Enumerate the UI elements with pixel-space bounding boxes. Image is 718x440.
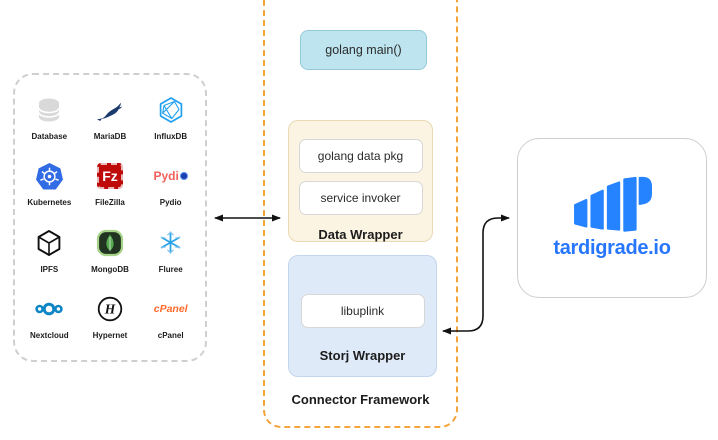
storj-wrapper-title: Storj Wrapper [319,348,406,363]
service-label: MongoDB [91,264,129,274]
service-item-mariadb: MariaDB [80,85,141,151]
service-item-fluree: Fluree [140,218,201,284]
cpanel-icon: cPanel [153,302,188,315]
ipfs-icon [35,228,63,258]
pydio-icon: Pydi [153,161,188,191]
golang-data-pkg-box: golang data pkg [298,139,423,173]
service-label: MariaDB [93,132,127,142]
service-item-nextcloud: Nextcloud [19,284,80,350]
data-wrapper-box: golang data pkg service invoker Data Wra… [288,120,433,242]
database-icon [35,95,63,125]
filezilla-icon: Fz [96,161,123,191]
service-label: Database [31,132,68,142]
svg-text:H: H [104,301,116,316]
service-item-database: Database [19,85,80,151]
services-panel: Database MariaDB InfluxDB Kubernetes Fz … [13,73,207,362]
service-item-filezilla: Fz FileZilla [80,151,141,217]
golang-main-label: golang main() [325,43,402,57]
service-invoker-label: service invoker [320,191,401,205]
service-label: Pydio [159,198,182,208]
libuplink-label: libuplink [340,304,385,318]
tardigrade-logo-icon [574,176,652,232]
golang-main-box: golang main() [300,30,427,70]
service-label: Hypernet [92,330,128,340]
service-label: cPanel [157,330,184,340]
service-label: FileZilla [95,198,125,208]
tardigrade-box: tardigrade.io [517,138,707,298]
service-label: Kubernetes [27,198,72,208]
service-label: Nextcloud [29,330,69,340]
service-item-hypernet: H Hypernet [80,284,141,350]
service-label: InfluxDB [154,132,188,142]
mongodb-icon [96,228,124,258]
storj-wrapper-box: libuplink Storj Wrapper [288,255,437,377]
influxdb-icon [157,95,185,125]
service-item-ipfs: IPFS [19,218,80,284]
fluree-icon [157,228,184,258]
service-item-influxdb: InfluxDB [140,85,201,151]
mariadb-icon [95,95,125,125]
kubernetes-icon [35,161,64,191]
service-item-kubernetes: Kubernetes [19,151,80,217]
service-label: Fluree [158,264,183,274]
service-item-pydio: Pydi Pydio [140,151,201,217]
libuplink-box: libuplink [300,294,425,328]
service-invoker-box: service invoker [298,181,423,215]
connector-framework-label: Connector Framework [291,392,430,407]
service-item-mongodb: MongoDB [80,218,141,284]
data-wrapper-title: Data Wrapper [318,227,403,242]
golang-data-pkg-label: golang data pkg [317,149,404,163]
tardigrade-label: tardigrade.io [553,237,671,259]
connector-framework-container [263,0,458,428]
service-item-cpanel: cPanel cPanel [140,284,201,350]
hypernet-icon: H [96,294,124,324]
service-label: IPFS [40,264,59,274]
nextcloud-icon [34,294,64,324]
